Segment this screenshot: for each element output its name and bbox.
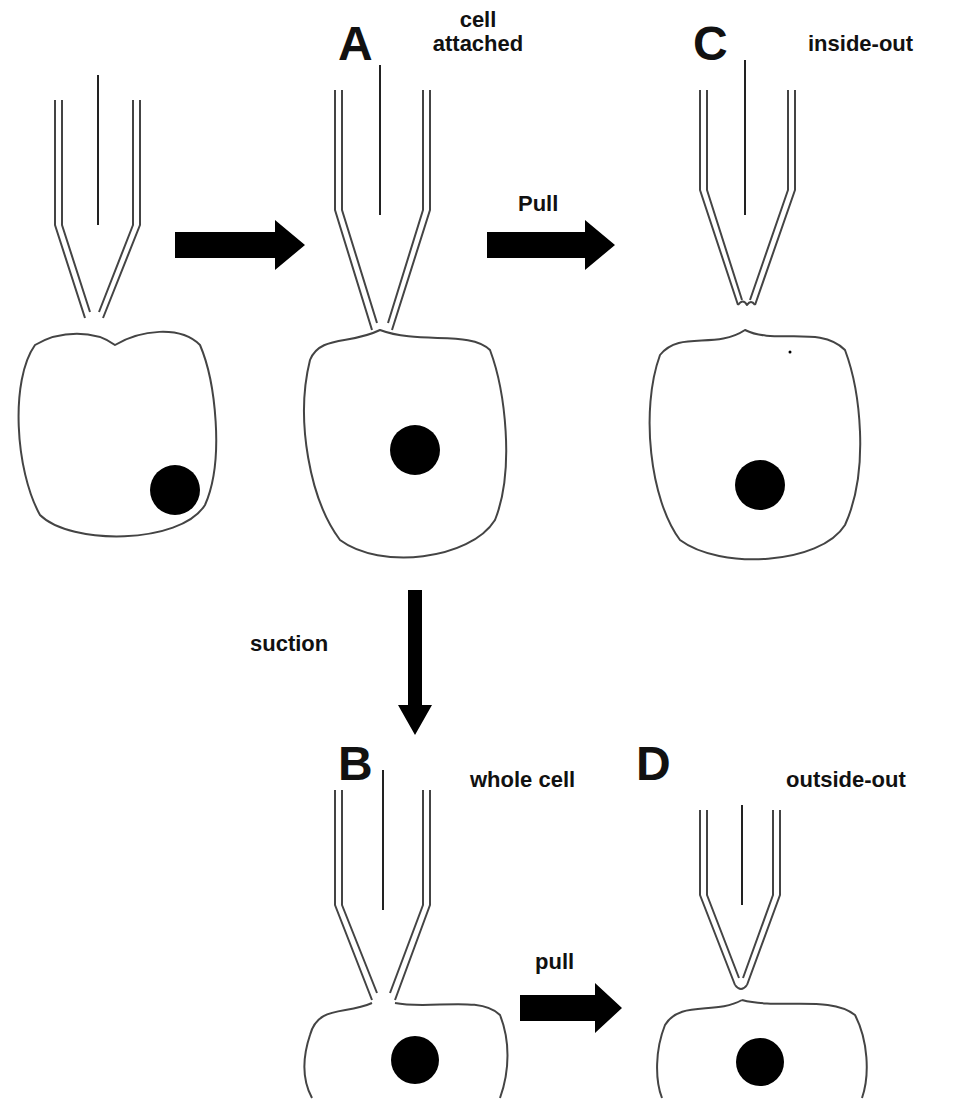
electrode bbox=[97, 75, 99, 225]
step-arrow bbox=[175, 220, 305, 270]
panel-letter: B bbox=[338, 738, 373, 791]
electrode bbox=[382, 770, 384, 910]
electrode bbox=[379, 65, 381, 215]
cell bbox=[304, 330, 506, 557]
mode-label: cell attached bbox=[432, 8, 524, 56]
panel-letter: C bbox=[693, 18, 728, 71]
nucleus bbox=[391, 1036, 439, 1084]
mode-label: whole cell bbox=[470, 768, 575, 792]
electrode bbox=[741, 805, 743, 905]
step-label: pull bbox=[535, 950, 574, 974]
step-label: suction bbox=[250, 632, 328, 656]
dot bbox=[789, 351, 792, 354]
membrane-patch bbox=[735, 985, 747, 989]
cell bbox=[19, 332, 217, 537]
pipette bbox=[700, 810, 780, 985]
nucleus bbox=[735, 460, 785, 510]
cell bbox=[304, 1003, 507, 1098]
step-arrow bbox=[487, 220, 615, 270]
nucleus bbox=[390, 425, 440, 475]
pipette bbox=[335, 90, 430, 330]
nucleus bbox=[736, 1038, 784, 1086]
panel-letter: A bbox=[338, 18, 373, 71]
step-arrow bbox=[398, 590, 432, 735]
step-arrow bbox=[520, 983, 622, 1033]
mode-label: inside-out bbox=[808, 32, 913, 56]
cell bbox=[650, 330, 861, 559]
mode-label: outside-out bbox=[786, 768, 906, 792]
nucleus bbox=[150, 465, 200, 515]
electrode bbox=[744, 60, 746, 215]
pipette bbox=[700, 90, 795, 305]
step-label: Pull bbox=[518, 192, 558, 216]
membrane-patch bbox=[738, 302, 755, 306]
panel-letter: D bbox=[636, 738, 671, 791]
cell bbox=[657, 1000, 867, 1098]
